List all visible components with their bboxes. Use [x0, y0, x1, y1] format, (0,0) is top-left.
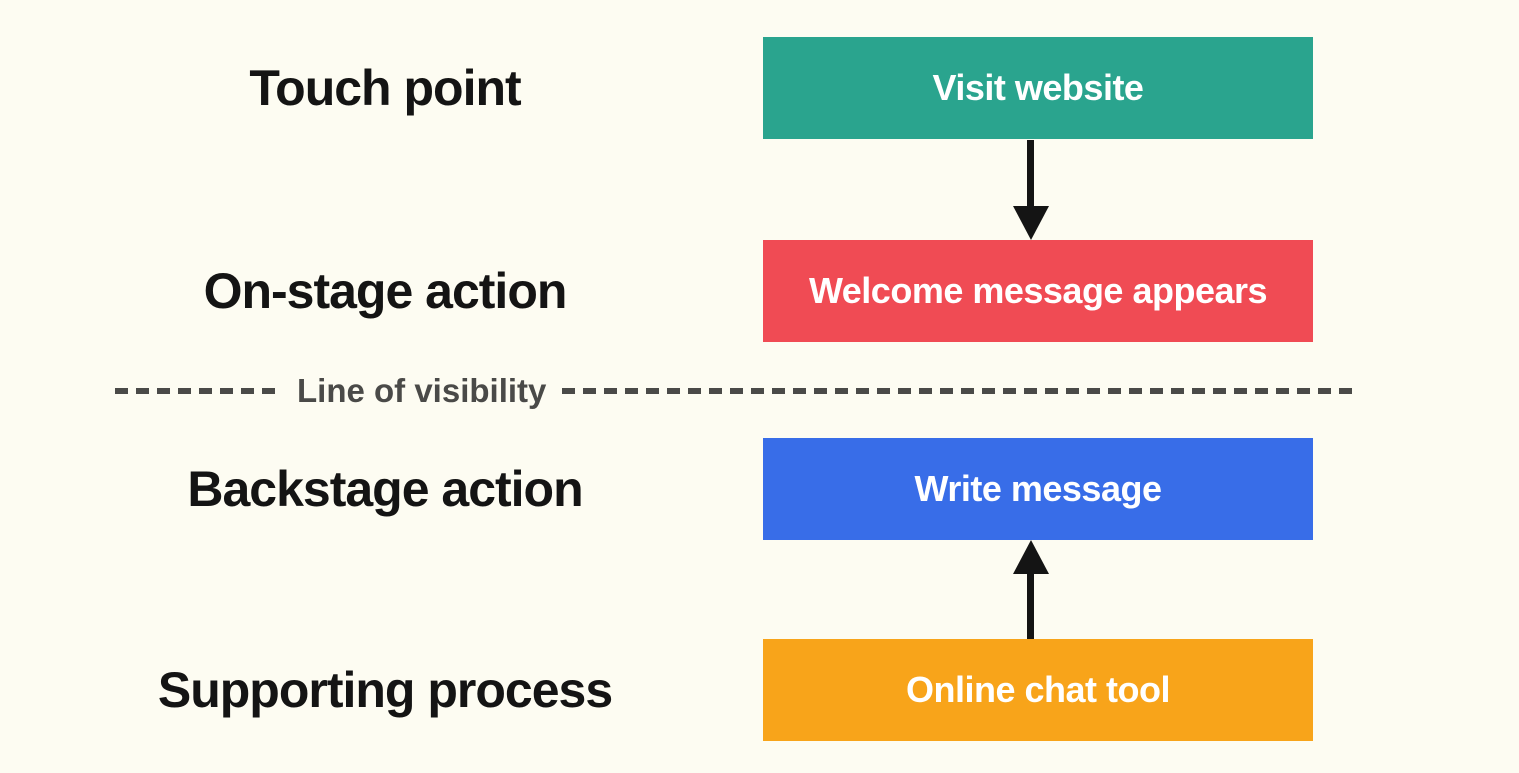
arrow-up-icon	[1013, 540, 1049, 639]
row-label-touch-point: Touch point	[249, 60, 521, 116]
divider-dashes-left	[115, 388, 281, 394]
box-write-message: Write message	[763, 438, 1313, 540]
box-visit-website: Visit website	[763, 37, 1313, 139]
line-of-visibility-divider: Line of visibility	[115, 372, 1353, 410]
arrow-down-head	[1013, 206, 1049, 240]
arrow-up-shaft	[1027, 570, 1034, 639]
box-welcome-message: Welcome message appears	[763, 240, 1313, 342]
line-of-visibility-label: Line of visibility	[297, 372, 547, 409]
arrow-down-icon	[1013, 140, 1049, 240]
row-label-backstage-action: Backstage action	[187, 461, 583, 517]
divider-dashes-right	[562, 388, 1353, 394]
arrow-down-shaft	[1027, 140, 1034, 212]
box-online-chat-tool: Online chat tool	[763, 639, 1313, 741]
arrow-up-head	[1013, 540, 1049, 574]
row-label-on-stage-action: On-stage action	[203, 263, 568, 319]
row-label-supporting-process: Supporting process	[157, 662, 613, 718]
